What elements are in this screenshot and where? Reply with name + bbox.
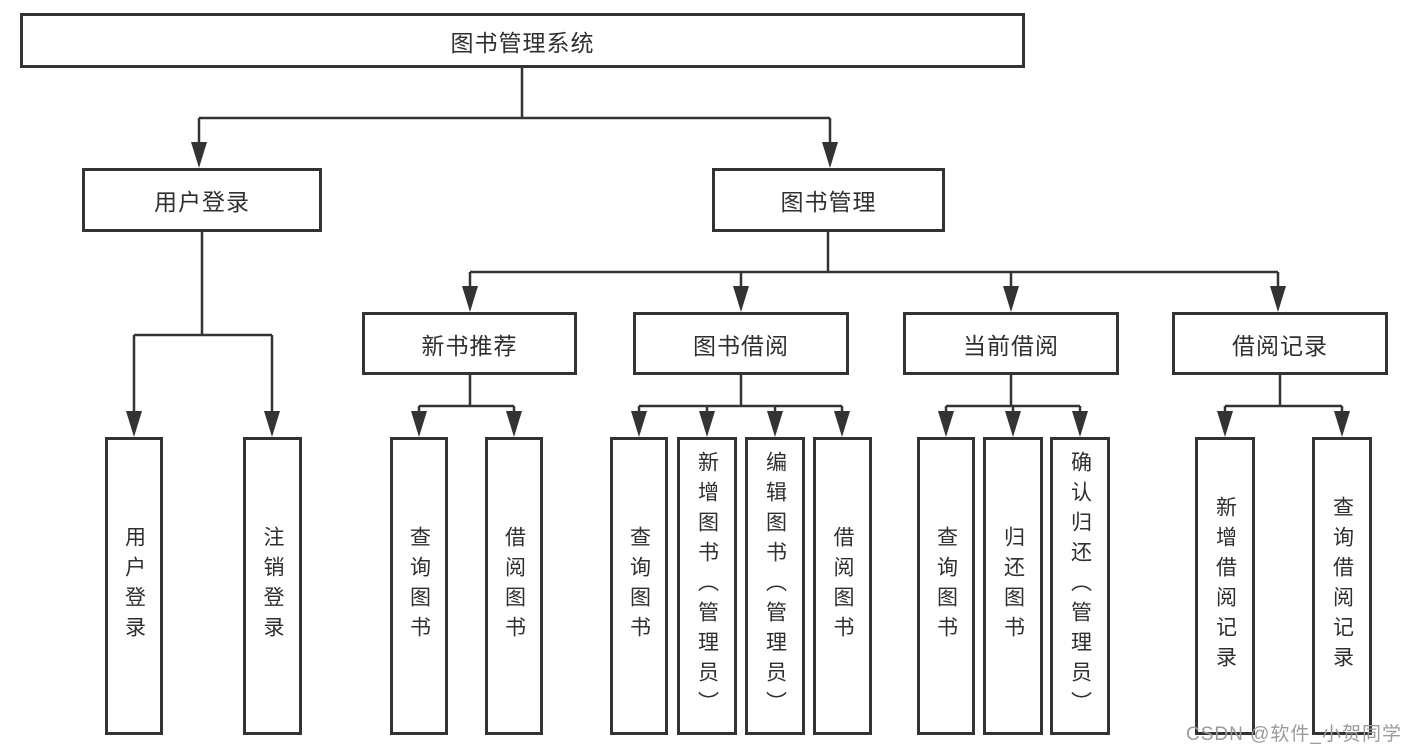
node-user-login: 用户登录 — [82, 168, 322, 232]
leaf-edit-book-admin: 编辑图书（管理员） — [745, 437, 805, 735]
leaf-add-book-admin: 新增图书（管理员） — [677, 437, 737, 735]
node-book-borrow: 图书借阅 — [633, 312, 849, 375]
node-borrow-records: 借阅记录 — [1172, 312, 1388, 375]
node-book-management: 图书管理 — [712, 168, 945, 232]
leaf-query-book-borrow: 查询图书 — [610, 437, 668, 735]
node-current-borrow: 当前借阅 — [903, 312, 1119, 375]
leaf-borrow-book: 借阅图书 — [813, 437, 872, 735]
arrowheads — [126, 142, 1350, 437]
leaf-return-book: 归还图书 — [983, 437, 1043, 735]
tree-edges — [132, 68, 1344, 417]
node-new-book-recommend: 新书推荐 — [362, 312, 577, 375]
csdn-watermark: CSDN @软件_小贺同学 — [1186, 724, 1402, 745]
node-root: 图书管理系统 — [20, 13, 1025, 68]
leaf-borrow-book-recommend: 借阅图书 — [485, 437, 543, 735]
leaf-user-login: 用户登录 — [105, 437, 163, 735]
leaf-logout: 注销登录 — [243, 437, 302, 735]
leaf-query-borrow-record: 查询借阅记录 — [1312, 437, 1372, 735]
leaf-query-book-recommend: 查询图书 — [390, 437, 448, 735]
leaf-query-book-current: 查询图书 — [917, 437, 975, 735]
leaf-add-borrow-record: 新增借阅记录 — [1195, 437, 1255, 735]
leaf-confirm-return-admin: 确认归还（管理员） — [1050, 437, 1110, 735]
